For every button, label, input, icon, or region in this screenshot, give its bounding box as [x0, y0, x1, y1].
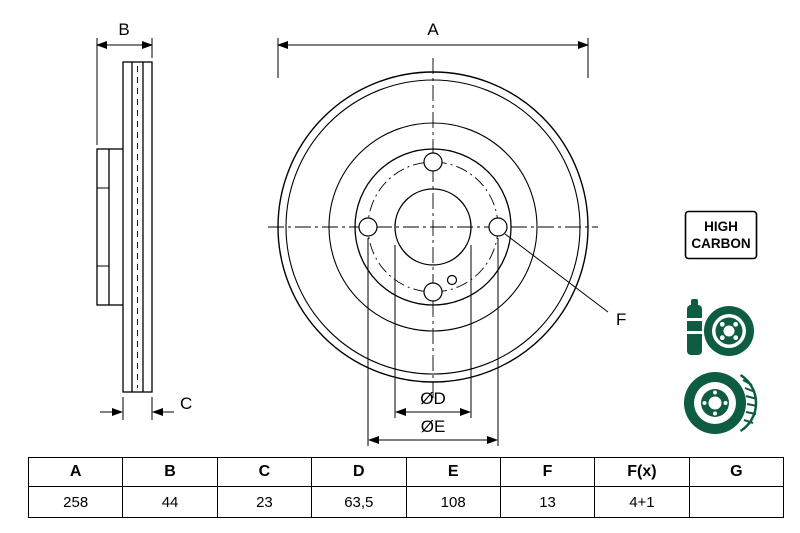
table-header-row: A B C D E F F(x) G	[27, 457, 785, 487]
table-value-row: 258 44 23 63,5 108 13 4+1	[27, 486, 785, 518]
high-carbon-line1: HIGH	[704, 219, 738, 234]
dimension-b	[96, 38, 153, 145]
table-header-cell: F(x)	[594, 457, 690, 487]
table-value-cell: 258	[27, 486, 124, 518]
dimension-d	[394, 245, 472, 418]
table-value-cell: 44	[122, 486, 218, 518]
dimension-a	[277, 38, 589, 78]
dimension-f	[504, 233, 609, 313]
table-header-cell: C	[216, 457, 313, 487]
locating-hole	[446, 274, 458, 286]
dimension-table: A B C D E F F(x) G 258 44 23 63,5 108 13…	[27, 457, 785, 518]
bolt-holes	[358, 152, 508, 302]
dimension-c	[100, 397, 174, 420]
brake-pad-disc-icon	[687, 299, 754, 356]
dimension-f-label: F	[616, 310, 626, 329]
dimension-b-label: B	[118, 20, 129, 39]
high-carbon-badge: HIGH CARBON	[684, 210, 758, 260]
table-header-cell: B	[122, 457, 218, 487]
table-header-cell: G	[688, 457, 785, 487]
front-view	[268, 58, 598, 398]
table-value-cell: 23	[216, 486, 313, 518]
table-value-cell: 63,5	[311, 486, 407, 518]
table-header-cell: E	[405, 457, 501, 487]
table-value-cell: 108	[405, 486, 501, 518]
technical-drawing: B C	[96, 20, 758, 446]
table-header-cell: A	[27, 457, 124, 487]
dimension-e	[367, 238, 499, 446]
dimension-c-label: C	[180, 394, 192, 413]
dimension-e-label: ØE	[421, 417, 446, 436]
high-carbon-line2: CARBON	[691, 236, 750, 251]
table-header-cell: F	[499, 457, 596, 487]
side-view	[96, 61, 153, 393]
table-value-cell	[688, 486, 785, 518]
brake-disc-icon	[684, 372, 758, 434]
dimension-d-label: ØD	[420, 389, 446, 408]
dimension-a-label: A	[427, 20, 439, 39]
table-value-cell: 4+1	[594, 486, 690, 518]
table-header-cell: D	[311, 457, 407, 487]
table-value-cell: 13	[499, 486, 596, 518]
